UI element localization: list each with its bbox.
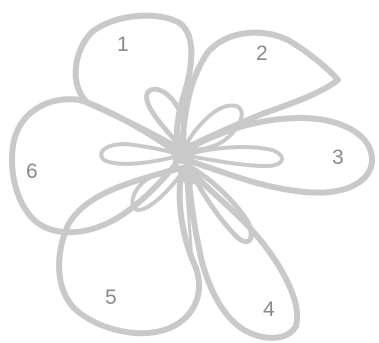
flower-center [171, 140, 195, 164]
petal-label-6: 6 [26, 160, 38, 183]
petal-label-5: 5 [105, 286, 117, 309]
petal-label-1: 1 [117, 33, 129, 56]
petal-5-outline [59, 168, 199, 333]
flower-center-lower [181, 167, 199, 185]
petal-label-2: 2 [256, 42, 268, 65]
petal-label-3: 3 [332, 146, 344, 169]
petal-label-4: 4 [263, 298, 275, 321]
